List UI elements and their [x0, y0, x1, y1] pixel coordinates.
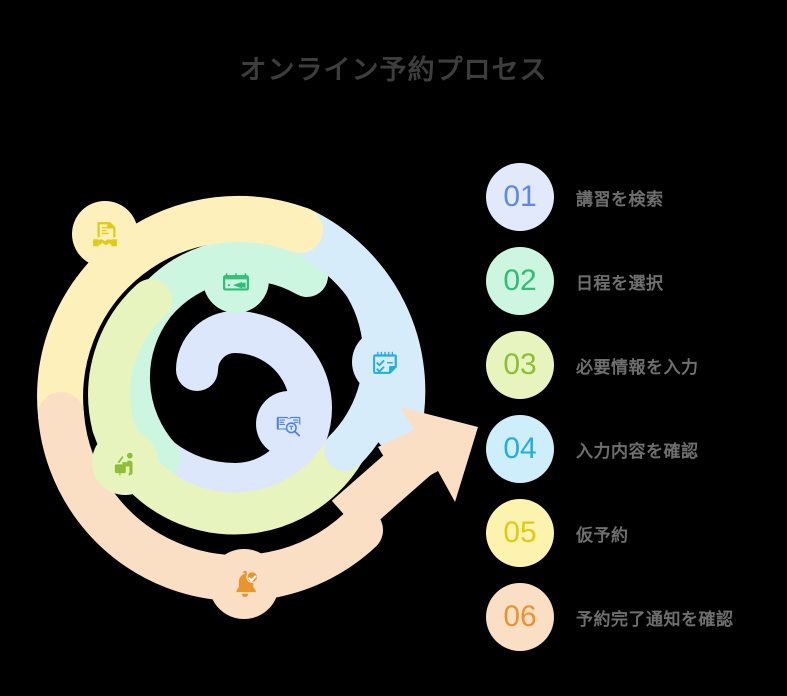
legend-item-03[interactable]: 03 必要情報を入力 [486, 323, 786, 407]
legend-item-01[interactable]: 01 講習を検索 [486, 155, 786, 239]
legend-item-06[interactable]: 06 予約完了通知を確認 [486, 575, 786, 659]
spiral-segment-04 [277, 207, 426, 471]
legend-number-badge: 02 [486, 247, 554, 315]
legend-item-05[interactable]: 05 仮予約 [486, 491, 786, 575]
legend-item-label: 仮予約 [576, 525, 629, 545]
spiral-process-diagram [0, 120, 500, 660]
icon-badge-calendar-select [203, 247, 269, 313]
legend-number-badge: 05 [486, 499, 554, 567]
legend-list: 01 講習を検索 02 日程を選択 03 必要情報を入力 04 入力内容を確認 … [486, 155, 786, 659]
legend-number-badge: 06 [486, 583, 554, 651]
legend-item-label: 予約完了通知を確認 [576, 609, 734, 629]
legend-item-label: 必要情報を入力 [576, 357, 699, 377]
icon-badge-book-search [256, 391, 322, 457]
spiral-arrow-head [378, 407, 478, 502]
icon-badge-person-laptop [92, 429, 158, 495]
icon-badge-checklist [352, 329, 418, 395]
icon-badge-document-handshake [72, 201, 138, 267]
legend-number-badge: 04 [486, 415, 554, 483]
icon-badge-bell-check [209, 549, 279, 619]
spiral-svg [37, 195, 478, 619]
page-title: オンライン予約プロセス [239, 55, 548, 85]
legend-item-label: 入力内容を確認 [576, 441, 699, 461]
legend-item-label: 講習を検索 [576, 189, 664, 209]
legend-item-label: 日程を選択 [576, 273, 664, 293]
legend-item-04[interactable]: 04 入力内容を確認 [486, 407, 786, 491]
spiral-segment-06 [38, 392, 478, 602]
legend-number-badge: 01 [486, 163, 554, 231]
legend-number-badge: 03 [486, 331, 554, 399]
legend-item-02[interactable]: 02 日程を選択 [486, 239, 786, 323]
